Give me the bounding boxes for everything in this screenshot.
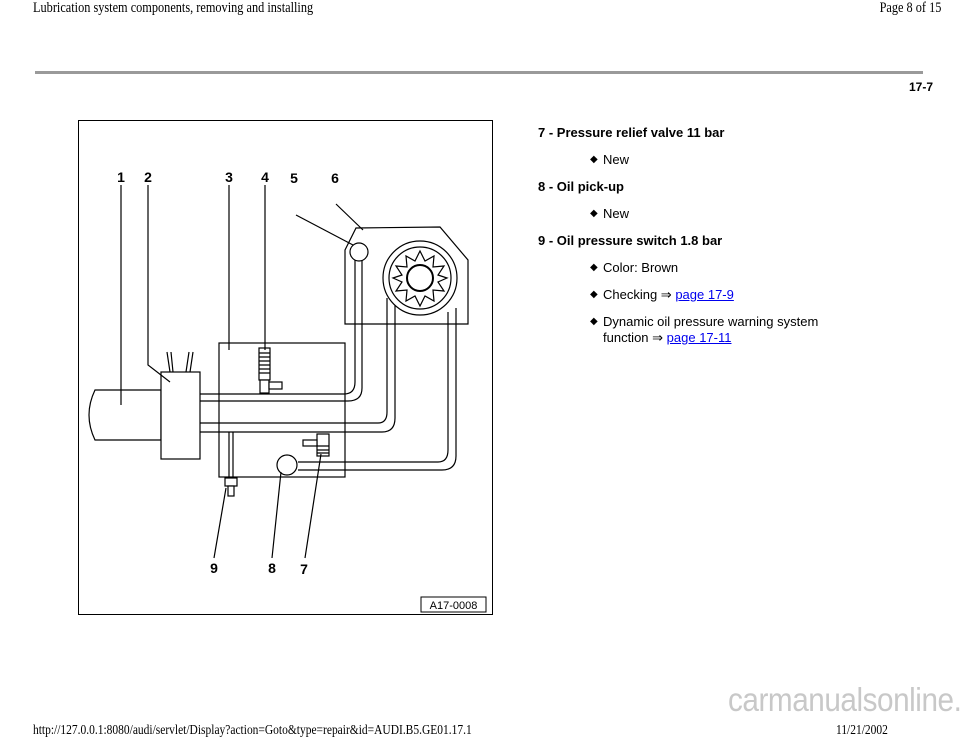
link-page-17-9[interactable]: page 17-9 — [675, 287, 734, 302]
callout-4: 4 — [261, 169, 269, 185]
bullet-text: New — [603, 206, 630, 221]
bullet-text: Color: Brown — [603, 260, 679, 275]
bullet: ◆ Dynamic oil pressure warning system fun… — [538, 314, 853, 346]
bullet: ◆ Checking ⇒ page 17-9 — [538, 287, 898, 303]
figure-code: A17-0008 — [430, 600, 478, 612]
section-page-number: 17-7 — [908, 80, 933, 94]
item-title-8: 8 - Oil pick-up — [538, 179, 624, 194]
item-title-9: 9 - Oil pressure switch 1.8 bar — [538, 233, 723, 248]
component-legend: 7 - Pressure relief valve 11 bar ◆ New 8 … — [538, 125, 898, 357]
link-page-17-11[interactable]: page 17-11 — [666, 330, 732, 345]
bullet-text: Dynamic oil pressure warning system func… — [603, 314, 819, 345]
diamond-bullet-icon: ◆ — [590, 154, 598, 165]
footer-date: 11/21/2002 — [836, 723, 888, 738]
page-indicator: Page 8 of 15 — [879, 0, 941, 16]
diamond-bullet-icon: ◆ — [590, 289, 598, 300]
callout-8: 8 — [268, 560, 276, 576]
bullet-text: Checking ⇒ — [603, 287, 676, 302]
bullet-text: New — [603, 152, 630, 167]
diamond-bullet-icon: ◆ — [590, 208, 598, 219]
diamond-bullet-icon: ◆ — [590, 262, 598, 273]
callout-3: 3 — [225, 169, 233, 185]
header-divider — [35, 71, 923, 74]
bullet: ◆ New — [538, 152, 898, 168]
callout-9: 9 — [210, 560, 218, 576]
footer-url: http://127.0.0.1:8080/audi/servlet/Displ… — [33, 723, 472, 738]
callout-2: 2 — [144, 169, 152, 185]
bullet: ◆ New — [538, 206, 898, 222]
item-title-7: 7 - Pressure relief valve 11 bar — [538, 125, 725, 140]
bullet: ◆ Color: Brown — [538, 260, 898, 276]
callout-5: 5 — [290, 170, 298, 186]
callout-6: 6 — [331, 170, 339, 186]
callout-1: 1 — [117, 169, 125, 185]
callout-7: 7 — [300, 561, 308, 577]
lubrication-system-diagram: 1 2 3 4 5 6 7 8 9 A17-0008 — [78, 120, 493, 615]
watermark: carmanualsonline.info — [728, 681, 960, 718]
document-title: Lubrication system components, removing … — [33, 0, 314, 16]
diamond-bullet-icon: ◆ — [590, 316, 598, 327]
